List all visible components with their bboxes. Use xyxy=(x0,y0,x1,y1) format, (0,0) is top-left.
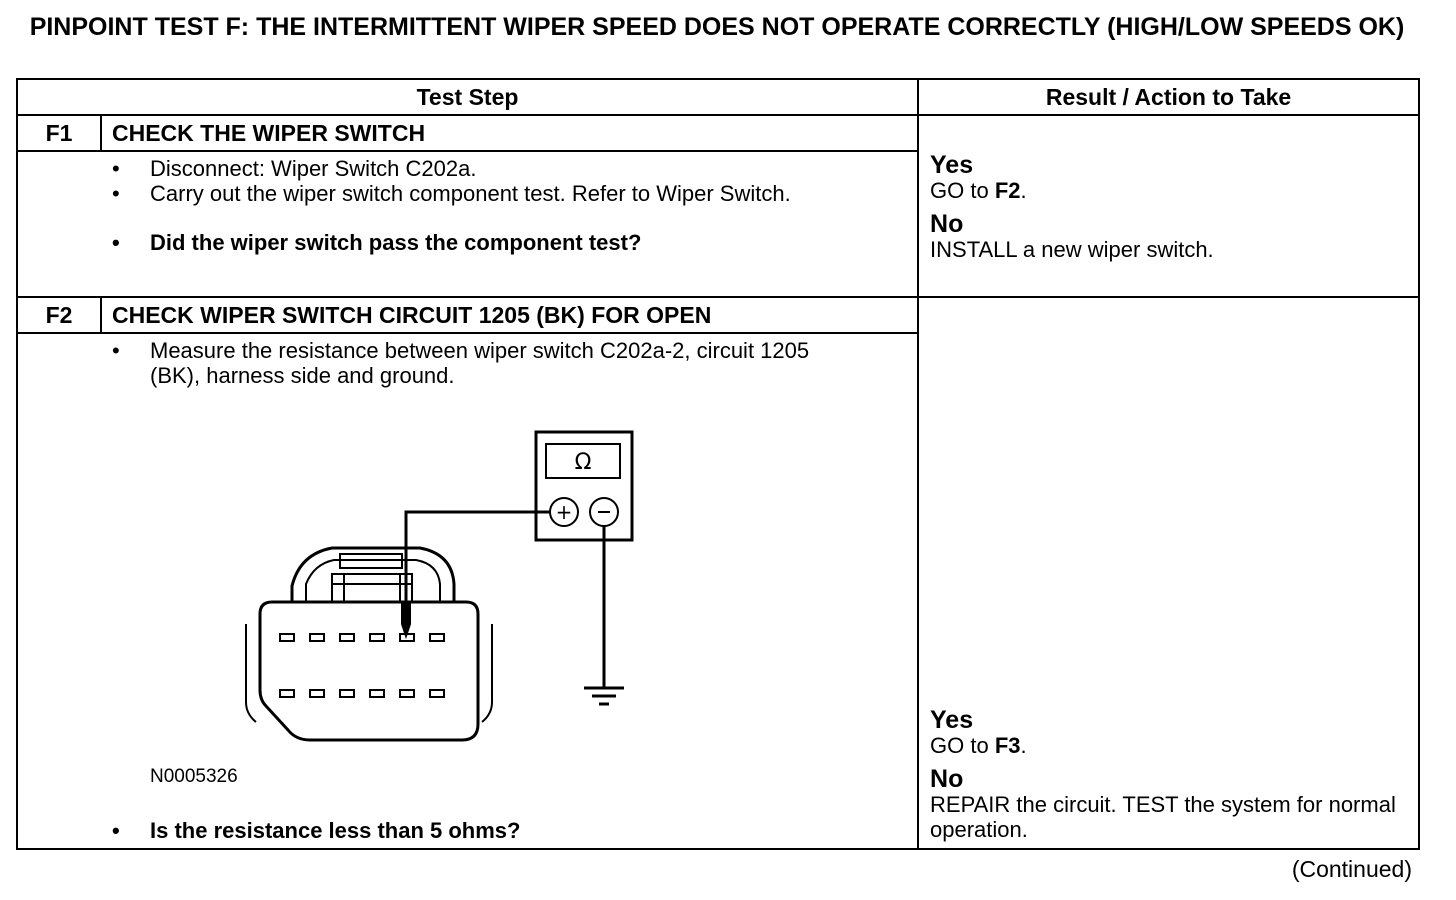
connector-icon xyxy=(245,546,493,742)
yes-label: Yes xyxy=(930,151,974,179)
multimeter-icon xyxy=(534,430,634,542)
yes-action: GO to F2. xyxy=(930,178,1027,203)
step-f2-result: Yes GO to F3. No REPAIR the circuit. TES… xyxy=(917,296,1421,850)
step-heading: CHECK THE WIPER SWITCH xyxy=(99,114,920,152)
step-f1-body: Disconnect: Wiper Switch C202a. Carry ou… xyxy=(15,150,920,298)
step-f1-result: Yes GO to F2. No INSTALL a new wiper swi… xyxy=(917,114,1421,298)
no-label: No xyxy=(930,210,964,238)
step-f2-body: Measure the resistance between wiper swi… xyxy=(15,332,920,850)
step-bullet: Disconnect: Wiper Switch C202a. xyxy=(18,156,917,181)
step-f1-heading-row: F1 CHECK THE WIPER SWITCH Yes GO to F2. … xyxy=(16,114,1421,298)
no-action: REPAIR the circuit. TEST the system for … xyxy=(930,792,1396,842)
step-f1-body-row: Disconnect: Wiper Switch C202a. Carry ou… xyxy=(15,150,1419,298)
step-bullet: Carry out the wiper switch component tes… xyxy=(18,181,917,206)
result-header: Result / Action to Take xyxy=(917,78,1421,116)
step-id: F2 xyxy=(16,296,102,334)
yes-action: GO to F3. xyxy=(930,733,1027,758)
svg-text:+: + xyxy=(556,500,573,524)
no-label: No xyxy=(930,765,964,793)
step-bullet: Measure the resistance between wiper swi… xyxy=(18,338,917,388)
step-f2-body-row: Measure the resistance between wiper swi… xyxy=(15,332,1419,850)
test-step-header: Test Step xyxy=(15,78,920,116)
step-question: Is the resistance less than 5 ohms? xyxy=(18,818,917,843)
ohm-symbol: Ω xyxy=(575,450,592,475)
step-heading: CHECK WIPER SWITCH CIRCUIT 1205 (BK) FOR… xyxy=(99,296,920,334)
no-action: INSTALL a new wiper switch. xyxy=(930,237,1214,262)
pinpoint-test-table: Test Step Result / Action to Take F1 CHE… xyxy=(15,78,1421,850)
page-title: PINPOINT TEST F: THE INTERMITTENT WIPER … xyxy=(29,13,1405,41)
step-question: Did the wiper switch pass the component … xyxy=(18,230,917,255)
continued-label: (Continued) xyxy=(1291,856,1412,882)
figure-id: N0005326 xyxy=(150,766,238,787)
table-header-row: Test Step Result / Action to Take xyxy=(15,78,1421,116)
step-f2-heading-row: F2 CHECK WIPER SWITCH CIRCUIT 1205 (BK) … xyxy=(16,296,1421,850)
yes-label: Yes xyxy=(930,706,974,734)
meter-connector-diagram: Ω + xyxy=(245,430,634,742)
step-id: F1 xyxy=(16,114,102,152)
